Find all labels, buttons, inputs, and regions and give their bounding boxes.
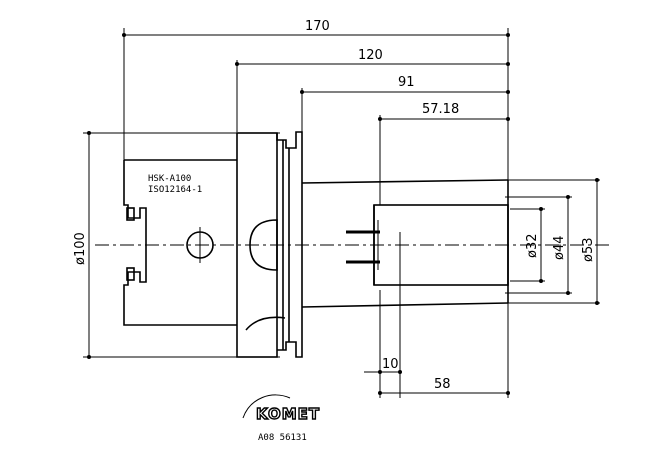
flange-body xyxy=(236,131,303,358)
standard-label: ISO12164-1 xyxy=(148,185,202,195)
hsk-shank xyxy=(123,159,237,326)
clamp-section xyxy=(301,179,509,308)
dim-offset: 10 xyxy=(364,357,402,374)
dim-100-label: ø100 xyxy=(73,232,88,265)
dim-10-label: 10 xyxy=(382,357,399,372)
dim-overall-length: 170 xyxy=(122,19,510,37)
dim-inner-diameter: ø44 xyxy=(552,195,570,295)
komet-logo: KOMET A08 56131 xyxy=(242,394,320,443)
side-lock-bulge xyxy=(249,219,278,271)
dim-outer-diameter: ø53 xyxy=(581,178,599,305)
dim-170-label: 170 xyxy=(305,19,330,34)
dim-bore-depth: 58 xyxy=(378,377,510,395)
dim-120-label: 120 xyxy=(358,48,383,63)
dim-53-label: ø53 xyxy=(581,238,596,263)
brand-label: KOMET xyxy=(256,405,320,423)
interface-label: HSK-A100 xyxy=(148,174,191,184)
dim-58-label: 58 xyxy=(434,377,451,392)
extension-lines xyxy=(83,28,600,398)
dim-91-label: 91 xyxy=(398,75,415,90)
dim-57-18-label: 57.18 xyxy=(422,102,459,117)
dim-shank-length: 91 xyxy=(300,75,510,94)
dim-44-label: ø44 xyxy=(552,236,567,261)
dim-flange-diameter: ø100 xyxy=(73,131,91,359)
dim-bore-diameter: ø32 xyxy=(525,207,543,283)
dim-32-label: ø32 xyxy=(525,234,540,259)
dim-body-length: 120 xyxy=(235,48,510,66)
lower-notch xyxy=(245,316,286,331)
part-number-label: A08 56131 xyxy=(258,433,307,443)
dim-clamp-length: 57.18 xyxy=(378,102,510,121)
